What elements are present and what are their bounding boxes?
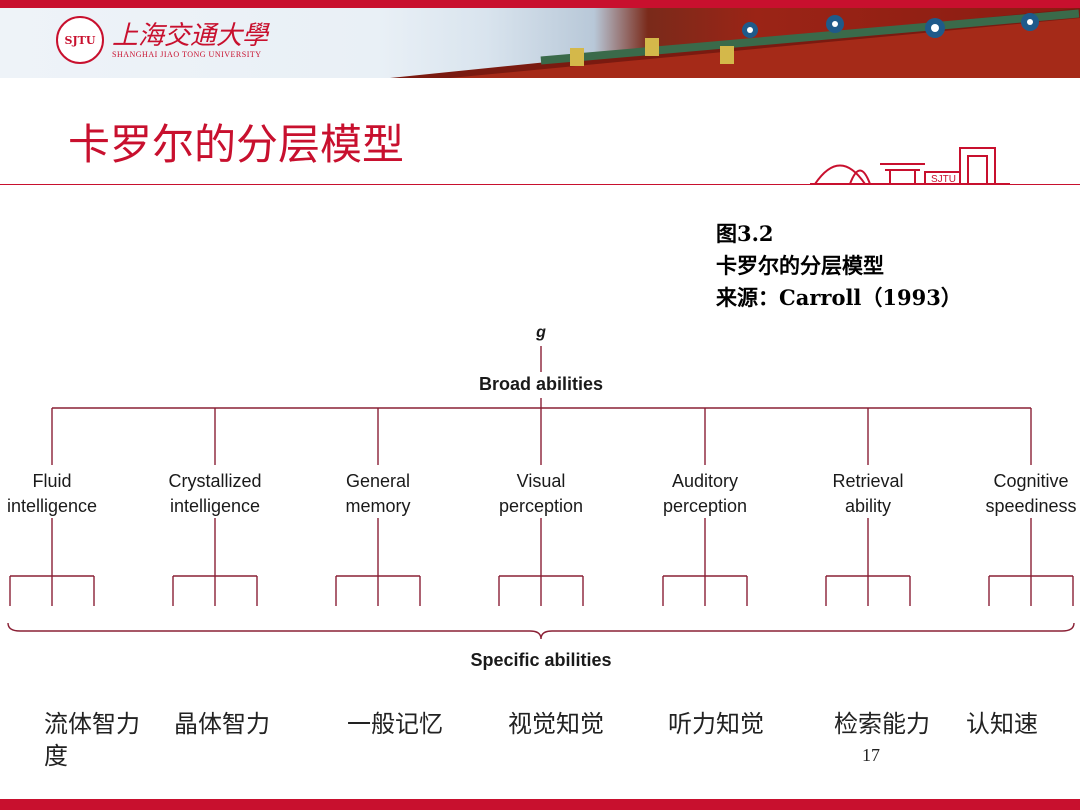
cn-label-4: 听力知觉: [668, 710, 764, 738]
caption-figure-name: 卡罗尔的分层模型: [716, 253, 884, 278]
campus-gate-icon: SJTU: [810, 147, 1010, 185]
ability-label-3-line1: Visual: [517, 471, 566, 491]
university-seal-icon: SJTU: [56, 16, 104, 64]
broad-abilities-label: Broad abilities: [479, 374, 603, 394]
title-divider: [0, 184, 1080, 185]
cn-label-1: 晶体智力: [174, 710, 270, 738]
university-name-en: SHANGHAI JIAO TONG UNIVERSITY: [112, 49, 262, 59]
ability-label-4-line2: perception: [663, 496, 747, 516]
apex-g-label: g: [535, 324, 546, 341]
cn-label-7: 度: [44, 742, 68, 770]
cn-label-6: 认知速: [966, 710, 1038, 738]
ability-label-0-line2: intelligence: [7, 496, 97, 516]
specific-abilities-label: Specific abilities: [470, 650, 611, 670]
ability-label-0-line1: Fluid: [32, 471, 71, 491]
specific-brace: [7, 622, 1075, 640]
page-number: 17: [862, 745, 880, 765]
cn-label-0: 流体智力: [44, 710, 140, 738]
slide-title: 卡罗尔的分层模型: [68, 120, 405, 169]
ability-label-6-line2: speediness: [985, 496, 1076, 516]
cn-label-2: 一般记忆: [347, 710, 443, 738]
ability-label-5-line1: Retrieval: [832, 471, 903, 491]
hierarchy-diagram: g Broad abilities Fluid intelligence Cryst…: [7, 324, 1077, 670]
university-logo[interactable]: SJTU 上海交通大學 SHANGHAI JIAO TONG UNIVERSIT…: [56, 16, 268, 64]
cn-label-5: 检索能力: [834, 710, 930, 738]
figure-caption: 图3.2 卡罗尔的分层模型 来源：Carroll（1993）: [716, 218, 962, 314]
bottom-accent-bar: [0, 799, 1080, 810]
ability-label-2-line1: General: [346, 471, 410, 491]
svg-text:SJTU: SJTU: [931, 174, 956, 185]
caption-figure-number: 图3.2: [716, 221, 774, 246]
caption-source: 来源：Carroll（1993）: [716, 285, 962, 310]
ability-label-2-line2: memory: [345, 496, 410, 516]
temple-roof-icon: [390, 8, 1080, 78]
ability-label-4-line1: Auditory: [672, 471, 738, 491]
ability-label-6-line1: Cognitive: [993, 471, 1068, 491]
ability-label-1-line2: intelligence: [170, 496, 260, 516]
university-name-cn: 上海交通大學: [112, 20, 269, 51]
cn-label-3: 视觉知觉: [508, 710, 604, 738]
top-accent-bar: [0, 0, 1080, 8]
ability-label-1-line1: Crystallized: [168, 471, 261, 491]
ability-label-3-line2: perception: [499, 496, 583, 516]
ability-label-5-line2: ability: [845, 496, 891, 516]
